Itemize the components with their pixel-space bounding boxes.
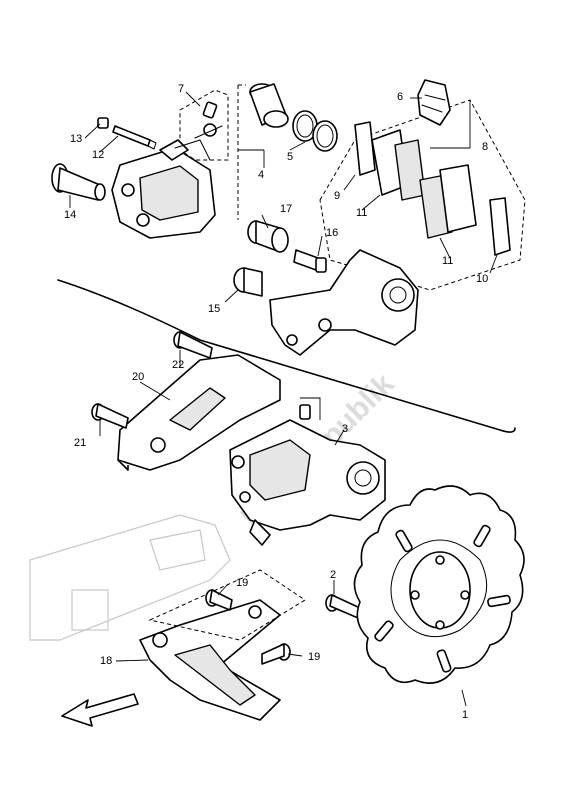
brake-disc-part-1 [353, 485, 525, 684]
pad-shim-part-9 [354, 121, 376, 176]
label-14: 14 [64, 209, 76, 221]
label-11-a: 11 [356, 207, 367, 219]
label-22: 22 [172, 359, 184, 371]
plug-part-13 [97, 117, 109, 129]
bolt-part-2 [325, 594, 361, 619]
brake-pad-part-11-b [419, 164, 477, 239]
pad-shim-part-10 [489, 197, 511, 256]
label-15: 15 [208, 303, 220, 315]
group-frame-19 [148, 569, 306, 641]
brake-pad-part-11-a [371, 129, 426, 201]
bolt-part-16 [293, 249, 327, 273]
front-arrow-icon [61, 693, 139, 727]
bushing-part-17 [247, 220, 289, 253]
caliper-bracket-upper [269, 249, 419, 356]
bolt-part-19-b [261, 643, 291, 665]
label-17: 17 [280, 203, 292, 215]
label-6: 6 [397, 91, 403, 103]
swingarm-outline [29, 514, 231, 641]
bushing-part-15 [233, 267, 263, 297]
seal-part-5 [292, 110, 338, 152]
bolt-part-19-a [205, 589, 233, 611]
label-10: 10 [476, 273, 488, 285]
bolt-part-21 [91, 403, 129, 429]
label-7: 7 [178, 83, 184, 95]
pad-pin-part-12 [112, 125, 157, 150]
label-19-b: 19 [308, 651, 320, 663]
caliper-body-upper [111, 139, 216, 239]
bleed-screw-part-7 [194, 101, 223, 139]
section-divider-curve [57, 279, 516, 433]
label-16: 16 [326, 227, 338, 239]
label-2: 2 [330, 569, 336, 581]
label-21: 21 [74, 437, 86, 449]
leader-lines-upper [69, 91, 498, 303]
caliper-holder-part-20 [117, 354, 281, 471]
label-20: 20 [132, 371, 144, 383]
label-18: 18 [100, 655, 112, 667]
label-11-b: 11 [442, 255, 453, 267]
label-13: 13 [70, 133, 82, 145]
group-frame-4-5 [237, 84, 246, 220]
part-number-labels: 7 13 12 14 4 5 6 8 9 11 11 10 17 16 15 2… [64, 83, 488, 721]
pad-clip-part-6 [417, 79, 451, 126]
caliper-assembly-part-3 [229, 404, 386, 546]
label-5: 5 [287, 151, 293, 163]
label-4: 4 [258, 169, 264, 181]
label-9: 9 [334, 190, 340, 202]
label-12: 12 [92, 149, 104, 161]
label-1: 1 [462, 709, 468, 721]
bolt-part-14 [51, 163, 106, 201]
leader-lines-lower [99, 350, 467, 707]
label-8: 8 [482, 141, 488, 153]
label-19-a: 19 [236, 577, 248, 589]
label-3: 3 [342, 423, 348, 435]
disc-guard-part-18 [139, 599, 281, 721]
piston-part-4 [249, 83, 289, 128]
